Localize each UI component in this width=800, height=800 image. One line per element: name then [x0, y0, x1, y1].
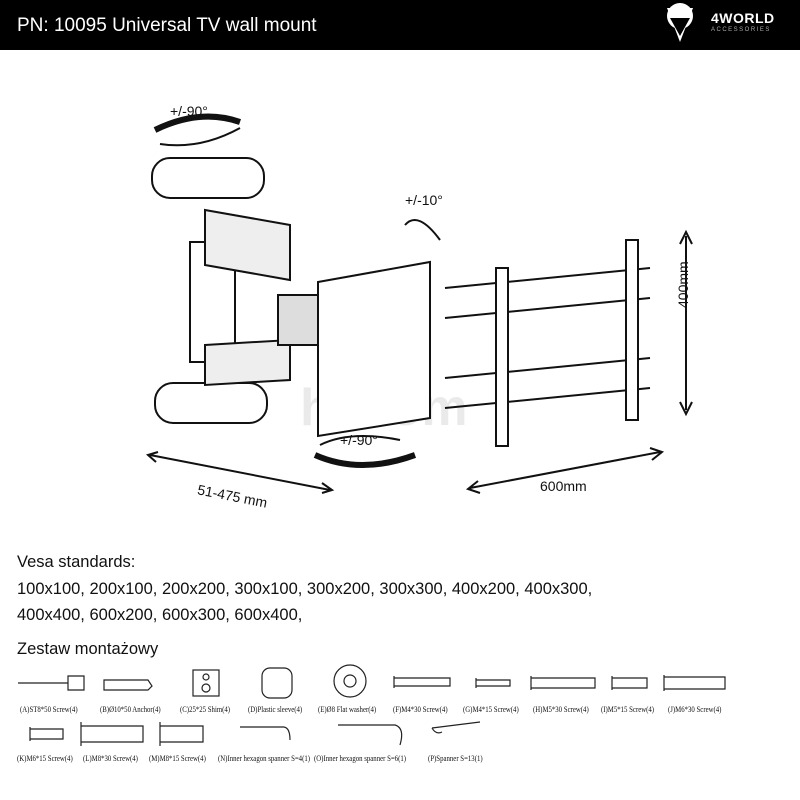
part-label: (I)M5*15 Screw(4): [601, 705, 655, 714]
part-label: (A)ST8*50 Screw(4): [20, 705, 78, 714]
wall-mount-diagram: [145, 113, 693, 494]
part-label: (C)25*25 Shim(4): [180, 705, 231, 714]
vesa-list-line1: 100x100, 200x100, 200x200, 300x100, 300x…: [17, 580, 593, 598]
part-label: (P)Spanner S=13(1): [428, 754, 483, 763]
brand-name: 4WORLD: [711, 10, 775, 26]
part-label: (D)Plastic sleeve(4): [248, 705, 303, 714]
part-label: (G)M4*15 Screw(4): [463, 705, 519, 714]
brand-subtitle: ACCESSORIES: [711, 27, 771, 33]
part-label: (F)M4*30 Screw(4): [393, 705, 448, 714]
rotation-bottom-label: +/-90°: [340, 432, 378, 448]
part-label: (L)M8*30 Screw(4): [83, 754, 138, 763]
vesa-heading: Vesa standards:: [17, 553, 136, 571]
part-label: (E)Ø8 Flat washer(4): [318, 705, 377, 714]
part-label: (H)M5*30 Screw(4): [533, 705, 589, 714]
page-title: PN: 10095 Universal TV wall mount: [17, 15, 317, 36]
part-label: (K)M6*15 Screw(4): [17, 754, 73, 763]
part-label: (M)M8*15 Screw(4): [149, 754, 206, 763]
part-label: (N)Inner hexagon spanner S=4(1): [218, 754, 311, 763]
rotation-top-label: +/-90°: [170, 103, 208, 119]
vesa-list-line2: 400x400, 600x200, 600x300, 600x400,: [17, 606, 303, 624]
brand-logo-icon: [667, 3, 693, 42]
part-label: (O)Inner hexagon spanner S=6(1): [314, 754, 407, 763]
part-label: (J)M6*30 Screw(4): [668, 705, 722, 714]
width-dimension: 600mm: [540, 478, 587, 494]
tilt-label: +/-10°: [405, 192, 443, 208]
header-bar: [0, 0, 800, 50]
part-label: (B)Ø10*50 Anchor(4): [100, 705, 161, 714]
kit-heading: Zestaw montażowy: [17, 640, 159, 658]
